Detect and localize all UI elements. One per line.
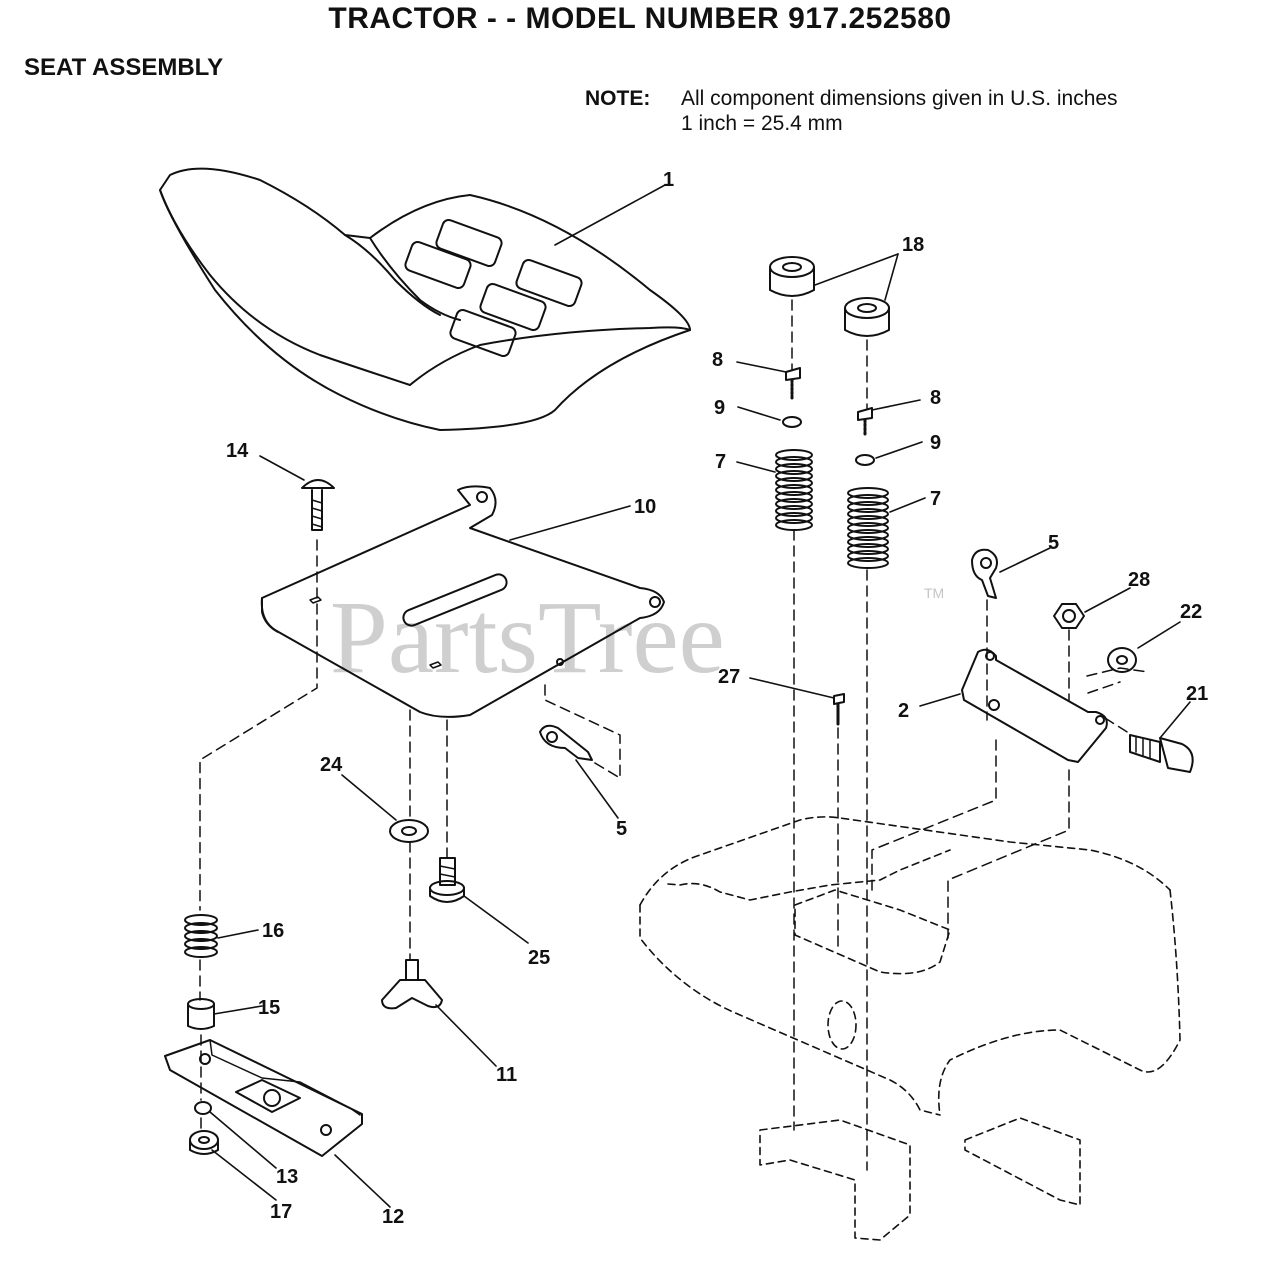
part-label-8-left: 8 xyxy=(712,349,723,371)
page-title: TRACTOR - - MODEL NUMBER 917.252580 xyxy=(328,2,952,35)
section-title: SEAT ASSEMBLY xyxy=(24,54,224,81)
part-label-21: 21 xyxy=(1186,683,1208,705)
part-label-25: 25 xyxy=(528,947,550,969)
leader-lines xyxy=(209,184,1191,1208)
bushing-part xyxy=(187,998,215,1030)
part-label-28: 28 xyxy=(1128,569,1150,591)
flange-nut-part xyxy=(189,1130,219,1155)
slide-plate-part xyxy=(164,1039,363,1157)
part-label-2: 2 xyxy=(898,700,909,722)
spring-part-left xyxy=(775,449,813,531)
part-label-5-left: 5 xyxy=(616,818,627,840)
part-label-7-left: 7 xyxy=(715,451,726,473)
part-label-13: 13 xyxy=(276,1166,298,1188)
part-label-27: 27 xyxy=(718,666,740,688)
spacer-part-left xyxy=(769,256,815,297)
screw-part-right xyxy=(857,407,873,437)
part-label-5-right: 5 xyxy=(1048,532,1059,554)
pin-part xyxy=(833,693,845,726)
part-label-11: 11 xyxy=(496,1064,517,1086)
seat-spring-part xyxy=(184,914,218,958)
part-label-7-right: 7 xyxy=(930,488,941,510)
spring-part-right xyxy=(847,487,889,569)
knob-part xyxy=(381,959,443,1010)
part-label-18: 18 xyxy=(902,234,924,256)
flat-washer-part xyxy=(389,819,429,843)
part-label-10: 10 xyxy=(634,496,656,518)
part-label-15: 15 xyxy=(258,997,280,1019)
part-label-8-right: 8 xyxy=(930,387,941,409)
watermark: PartsTree xyxy=(330,580,725,695)
clip-part-right xyxy=(971,548,998,599)
shoulder-bolt-part xyxy=(1129,734,1194,773)
washer-part-left xyxy=(782,416,802,428)
seat-part xyxy=(159,167,691,431)
part-label-22: 22 xyxy=(1180,601,1202,623)
note-text-line1: All component dimensions given in U.S. i… xyxy=(681,87,1118,110)
spacer-part-right xyxy=(844,297,890,337)
part-label-9-right: 9 xyxy=(930,432,941,454)
part-label-24: 24 xyxy=(320,754,343,776)
part-label-12: 12 xyxy=(382,1206,404,1228)
carriage-bolt-part xyxy=(301,479,335,531)
clip-part-left xyxy=(539,724,593,761)
hex-nut-part xyxy=(1053,603,1085,629)
part-label-9-left: 9 xyxy=(714,397,725,419)
lock-nut-part xyxy=(1107,647,1137,673)
note-label: NOTE: xyxy=(585,87,651,110)
seat-pan-part xyxy=(260,485,665,718)
part-number-labels: 1 18 8 8 9 9 7 7 14 10 5 5 28 22 27 2 21… xyxy=(226,169,1208,1228)
part-label-14: 14 xyxy=(226,440,249,462)
screw-part-left xyxy=(785,367,801,402)
washer-part-right xyxy=(855,454,875,466)
assembly-guide-lines xyxy=(199,299,1149,1171)
watermark-trademark: TM xyxy=(924,585,944,601)
shoulder-screw-part xyxy=(429,857,465,903)
bracket-part xyxy=(961,648,1108,763)
note-text-line2: 1 inch = 25.4 mm xyxy=(681,112,843,135)
part-label-1: 1 xyxy=(663,169,674,191)
tractor-frame-outline xyxy=(639,816,1181,1241)
small-nut-part xyxy=(194,1101,212,1115)
part-label-17: 17 xyxy=(270,1201,292,1223)
part-label-16: 16 xyxy=(262,920,284,942)
